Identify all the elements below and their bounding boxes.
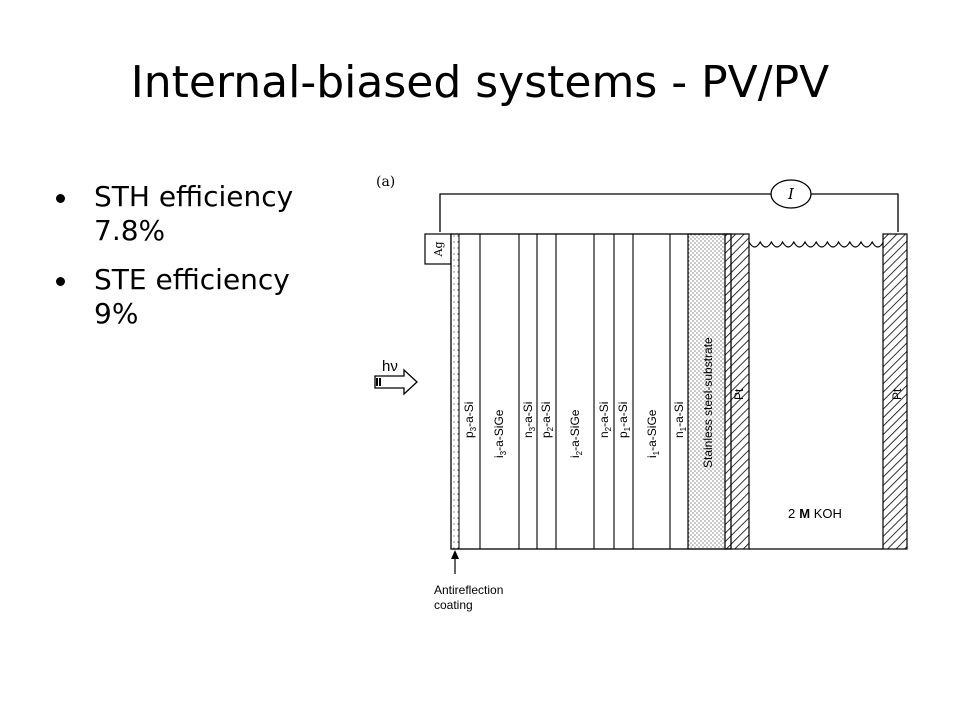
stainless-substrate (687, 233, 726, 550)
antireflection-arrowhead-icon (451, 550, 459, 559)
circuit-wire-left (439, 193, 771, 232)
bullet-icon (56, 194, 65, 203)
layer-label-i3: i3-a-SiGe (492, 409, 508, 458)
bullet-text-line1: STE efficiency (94, 263, 290, 297)
bullet-item-sth: STH efficiency 7.8% (56, 180, 356, 247)
antireflection-label-line1: Antireflection (434, 583, 503, 597)
layer-label-n3: n3-a-Si (521, 402, 537, 438)
layer-label-p3: p3-a-Si (462, 402, 478, 438)
slide-title: Internal-biased systems - PV/PV (130, 57, 830, 108)
pt-label-left: Pt (732, 388, 746, 400)
layer-label-p1: p1-a-Si (616, 402, 632, 438)
bullet-item-ste: STE efficiency 9% (56, 263, 356, 330)
layer-label-p2: p2-a-Si (539, 402, 555, 438)
light-label: hν (382, 358, 398, 375)
pt-electrode-right (882, 233, 908, 550)
bullet-text-line2: 7.8% (94, 213, 166, 247)
light-arrow-icon (374, 368, 418, 396)
panel-label: (a) (376, 174, 395, 190)
bullet-list: STH efficiency 7.8% STE efficiency 9% (56, 180, 356, 346)
layer-label-n1: n1-a-Si (672, 402, 688, 438)
ag-contact (424, 233, 452, 265)
bullet-text-line1: STH efficiency (94, 180, 294, 213)
pt-electrode-left (724, 233, 750, 550)
layer-label-i1: i1-a-SiGe (645, 409, 661, 458)
antireflection-layer (450, 233, 460, 550)
pt-label-right: Pt (890, 388, 904, 400)
bullet-icon (56, 277, 65, 287)
pv-stack-outline (450, 233, 732, 550)
electrolyte-surface (748, 240, 884, 248)
layer-label-n2: n2-a-Si (597, 402, 613, 438)
layer-labels: p3-a-Si i3-a-SiGe n3-a-Si p2-a-Si i2-a-S… (462, 337, 904, 468)
ammeter-icon (770, 179, 812, 209)
substrate-label: Stainless steel-substrate (701, 337, 715, 468)
ag-contact-label: Ag (432, 242, 445, 258)
bullet-text-line2: 9% (94, 296, 139, 330)
layer-label-i2: i2-a-SiGe (568, 409, 584, 458)
antireflection-label-line2: coating (434, 598, 473, 612)
circuit-wire-right (811, 193, 899, 232)
ammeter-label: I (787, 185, 795, 203)
pv-pv-device-diagram: (a) I Ag p3-a-Si i3-a-SiGe n3-a-Si p2-a-… (360, 168, 920, 618)
